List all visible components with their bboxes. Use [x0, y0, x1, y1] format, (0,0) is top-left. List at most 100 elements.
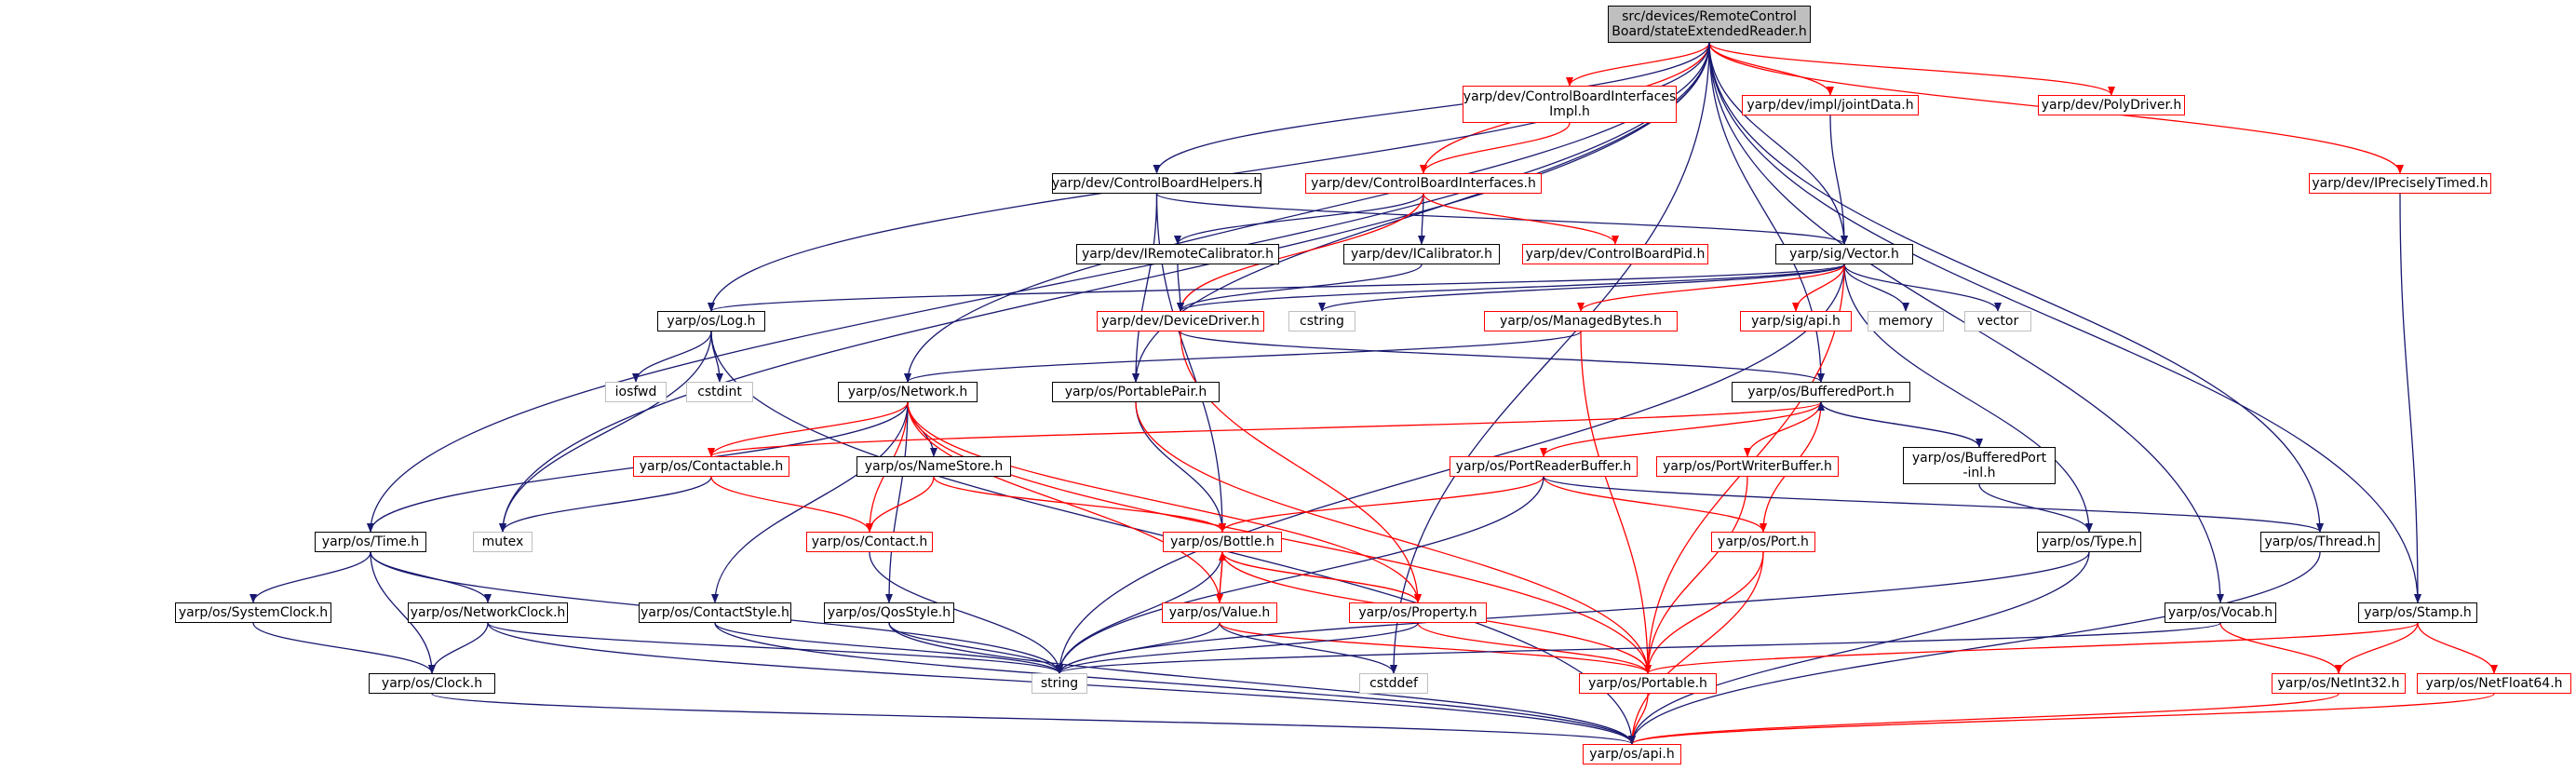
node-iremotecalibrator[interactable]: yarp/dev/IRemoteCalibrator.h — [1076, 244, 1279, 264]
edge-property-to-portable — [1417, 622, 1652, 674]
edge-type-to-api — [1628, 551, 2090, 745]
edge-type-to-string — [1056, 551, 2090, 674]
edge-log-to-iosfwd — [632, 331, 712, 383]
edge-devdriver-to-buffport — [1180, 331, 1825, 383]
node-portwriterbuffer[interactable]: yarp/os/PortWriterBuffer.h — [1656, 456, 1839, 477]
node-log[interactable]: yarp/os/Log.h — [657, 311, 765, 331]
edge-root-to-cbhelpers — [1153, 42, 1710, 174]
node-thread[interactable]: yarp/os/Thread.h — [2260, 532, 2380, 552]
node-iosfwd: iosfwd — [605, 382, 667, 402]
node-ipreciselytimed[interactable]: yarp/dev/IPreciselyTimed.h — [2309, 173, 2491, 194]
node-vocab[interactable]: yarp/os/Vocab.h — [2165, 602, 2276, 623]
node-bufferedport-inl[interactable]: yarp/os/BufferedPort -inl.h — [1903, 447, 2056, 484]
edge-stamp-to-netint32 — [2335, 622, 2419, 674]
edge-root-to-vector — [1708, 42, 1848, 245]
node-sig-vector[interactable]: yarp/sig/Vector.h — [1775, 244, 1913, 264]
edge-netint32-to-api — [1628, 693, 2340, 745]
edge-contact-to-string — [869, 551, 1063, 674]
node-contactable[interactable]: yarp/os/Contactable.h — [633, 456, 789, 477]
node-controlboardpid[interactable]: yarp/dev/ControlBoardPid.h — [1522, 244, 1708, 264]
edge-value-to-portable — [1219, 622, 1652, 674]
edge-cbhelpers-to-vector — [1155, 193, 1848, 245]
node-netfloat64[interactable]: yarp/os/NetFloat64.h — [2417, 673, 2571, 694]
edge-time-to-sysclock — [250, 551, 371, 603]
edge-vocab-to-netint32 — [2219, 622, 2342, 674]
node-systemclock[interactable]: yarp/os/SystemClock.h — [175, 602, 331, 623]
node-cstdint: cstdint — [686, 382, 753, 402]
edge-vector-to-cstring — [1318, 264, 1845, 312]
node-portreaderbuffer[interactable]: yarp/os/PortReaderBuffer.h — [1450, 456, 1638, 477]
node-stamp[interactable]: yarp/os/Stamp.h — [2358, 602, 2477, 623]
node-bufferedport[interactable]: yarp/os/BufferedPort.h — [1732, 382, 1910, 402]
edge-managed-to-network — [904, 331, 1582, 383]
edge-property-to-bottle — [1219, 551, 1419, 603]
edge-clock-to-api — [431, 693, 1636, 745]
edge-prb-to-thread — [1543, 476, 2324, 533]
node-contactstyle[interactable]: yarp/os/ContactStyle.h — [639, 602, 791, 623]
edge-netclock-to-string — [487, 622, 1063, 674]
node-network[interactable]: yarp/os/Network.h — [838, 382, 978, 402]
node-time[interactable]: yarp/os/Time.h — [315, 532, 426, 552]
node-controlboardhelpers[interactable]: yarp/dev/ControlBoardHelpers.h — [1052, 173, 1261, 194]
edge-root-to-cstddef — [1390, 42, 1710, 674]
edge-vector-to-managed — [1577, 264, 1845, 312]
node-polydriver[interactable]: yarp/dev/PolyDriver.h — [2038, 95, 2185, 115]
node-jointdata[interactable]: yarp/dev/impl/jointData.h — [1742, 95, 1919, 115]
edge-stamp-to-netfloat64 — [2417, 622, 2498, 674]
node-root-file[interactable]: src/devices/RemoteControl Board/stateExt… — [1608, 6, 1811, 43]
node-netint32[interactable]: yarp/os/NetInt32.h — [2272, 673, 2406, 694]
edge-portpair-to-portable — [1135, 401, 1652, 674]
edge-portpair-to-bottle — [1135, 401, 1226, 533]
node-mutex: mutex — [473, 532, 533, 552]
node-namestore[interactable]: yarp/os/NameStore.h — [856, 456, 1011, 477]
edge-vector-to-vectorstd — [1843, 264, 2002, 312]
edge-qosstyle-to-string — [888, 622, 1063, 674]
edge-time-to-clock — [370, 551, 436, 674]
node-clock[interactable]: yarp/os/Clock.h — [369, 673, 495, 694]
edge-network-to-contactable — [708, 401, 909, 457]
edge-root-to-thread — [1708, 42, 2324, 533]
edge-devdriver-to-property — [1180, 331, 1422, 603]
edge-contactable-to-mutex — [499, 476, 712, 533]
edge-root-to-mutex — [499, 42, 1710, 533]
edge-pwb-to-portable — [1644, 476, 1748, 674]
node-type[interactable]: yarp/os/Type.h — [2037, 532, 2141, 552]
edge-root-to-jointdata — [1708, 42, 1834, 96]
node-managedbytes[interactable]: yarp/os/ManagedBytes.h — [1484, 311, 1678, 331]
edge-stamp-to-portable — [1644, 622, 2419, 674]
edge-namestore-to-bottle — [933, 476, 1226, 533]
node-bottle[interactable]: yarp/os/Bottle.h — [1163, 532, 1282, 552]
edge-cbii-to-cbi — [1420, 122, 1571, 174]
edge-network-to-property — [907, 401, 1422, 603]
node-devicedriver[interactable]: yarp/dev/DeviceDriver.h — [1097, 311, 1264, 331]
node-contact[interactable]: yarp/os/Contact.h — [806, 532, 933, 552]
node-controlboardinterfaces[interactable]: yarp/dev/ControlBoardInterfaces.h — [1305, 173, 1542, 194]
edge-bpinl-to-buffport — [1817, 401, 1980, 448]
node-sig-api[interactable]: yarp/sig/api.h — [1740, 311, 1852, 331]
node-os-api[interactable]: yarp/os/api.h — [1583, 744, 1681, 764]
edge-vector-to-log — [708, 264, 1845, 312]
node-qosstyle[interactable]: yarp/os/QosStyle.h — [824, 602, 954, 623]
node-portablepair[interactable]: yarp/os/PortablePair.h — [1052, 382, 1220, 402]
edge-root-to-stamp — [1708, 42, 2421, 603]
edge-thread-to-api — [1628, 551, 2321, 745]
edge-root-to-cbii — [1566, 42, 1710, 87]
edge-cbhelpers-to-portpair — [1132, 193, 1158, 383]
node-port[interactable]: yarp/os/Port.h — [1711, 532, 1815, 552]
node-value[interactable]: yarp/os/Value.h — [1162, 602, 1277, 623]
edge-managed-to-portable — [1580, 331, 1652, 674]
edge-sysclock-to-clock — [252, 622, 436, 674]
edge-log-to-cstdint — [710, 331, 723, 383]
edge-qosstyle-to-api — [888, 622, 1636, 745]
node-networkclock[interactable]: yarp/os/NetworkClock.h — [408, 602, 568, 623]
node-portable[interactable]: yarp/os/Portable.h — [1579, 673, 1717, 694]
edge-root-to-time — [367, 42, 1710, 533]
edge-root-to-polydriver — [1708, 42, 2115, 96]
node-icalibrator[interactable]: yarp/dev/ICalibrator.h — [1343, 244, 1500, 264]
edge-vector-to-sigapi — [1792, 264, 1845, 312]
node-cstring: cstring — [1288, 311, 1355, 331]
node-property[interactable]: yarp/os/Property.h — [1349, 602, 1487, 623]
node-controlboardinterfacesimpl[interactable]: yarp/dev/ControlBoardInterfaces Impl.h — [1463, 86, 1677, 123]
